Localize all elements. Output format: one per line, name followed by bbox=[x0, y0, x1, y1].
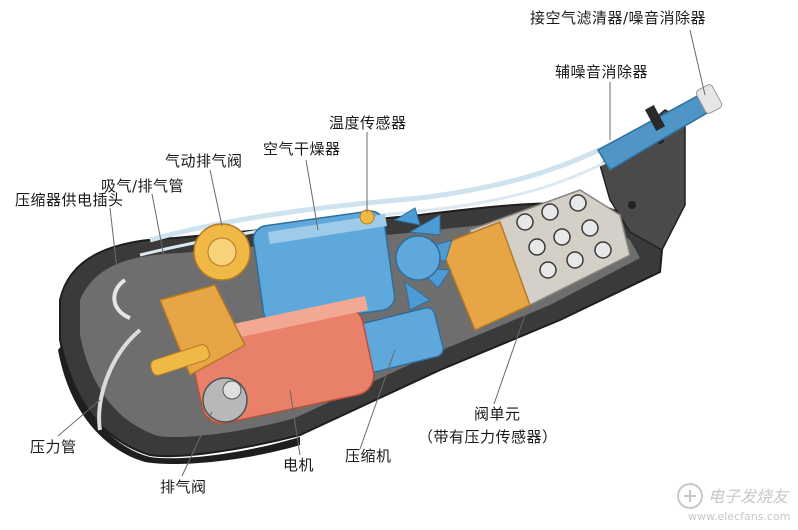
pressure-pipe-line bbox=[112, 278, 131, 320]
label-air-dryer: 空气干燥器 bbox=[263, 140, 341, 158]
exhaust-valve-rod bbox=[150, 344, 210, 376]
label-intake-exhaust-pipe: 吸气/排气管 bbox=[101, 177, 185, 195]
leader-lines bbox=[57, 29, 706, 477]
bracket-bolt bbox=[628, 201, 636, 209]
label-motor: 电机 bbox=[283, 456, 315, 474]
valve-ports bbox=[516, 194, 612, 279]
watermark-logo-mark bbox=[677, 483, 703, 509]
temp-sensor-part bbox=[359, 209, 375, 225]
label-filter-silencer: 接空气滤清器/噪音消除器 bbox=[530, 9, 707, 27]
label-pressure-pipe: 压力管 bbox=[30, 438, 77, 456]
watermark-url: www.elecfans.com bbox=[688, 510, 791, 523]
valve-unit-orange bbox=[439, 221, 531, 332]
watermark-logo-text: 电子发烧友 bbox=[708, 487, 789, 506]
compressor-hub bbox=[395, 235, 441, 281]
label-valve-unit-note: （带有压力传感器） bbox=[418, 428, 558, 446]
label-exhaust-valve: 排气阀 bbox=[160, 478, 207, 496]
air-pipe bbox=[149, 115, 662, 243]
silencer-band bbox=[644, 105, 666, 131]
air-dryer-highlight bbox=[268, 214, 387, 244]
label-valve-unit: 阀单元 bbox=[474, 405, 521, 423]
label-pneumatic-vent-valve: 气动排气阀 bbox=[165, 152, 243, 170]
motor-highlight bbox=[205, 296, 368, 344]
label-aux-silencer: 辅噪音消除器 bbox=[555, 63, 649, 81]
exhaust-pulley-hub bbox=[222, 380, 242, 400]
label-compressor-power-plug: 压缩器供电插头 bbox=[15, 191, 124, 209]
label-compressor: 压缩机 bbox=[345, 447, 392, 465]
pressure-pipe-line bbox=[97, 328, 142, 431]
pneumatic-valve-cap bbox=[207, 237, 237, 267]
label-temp-sensor: 温度传感器 bbox=[329, 114, 407, 132]
